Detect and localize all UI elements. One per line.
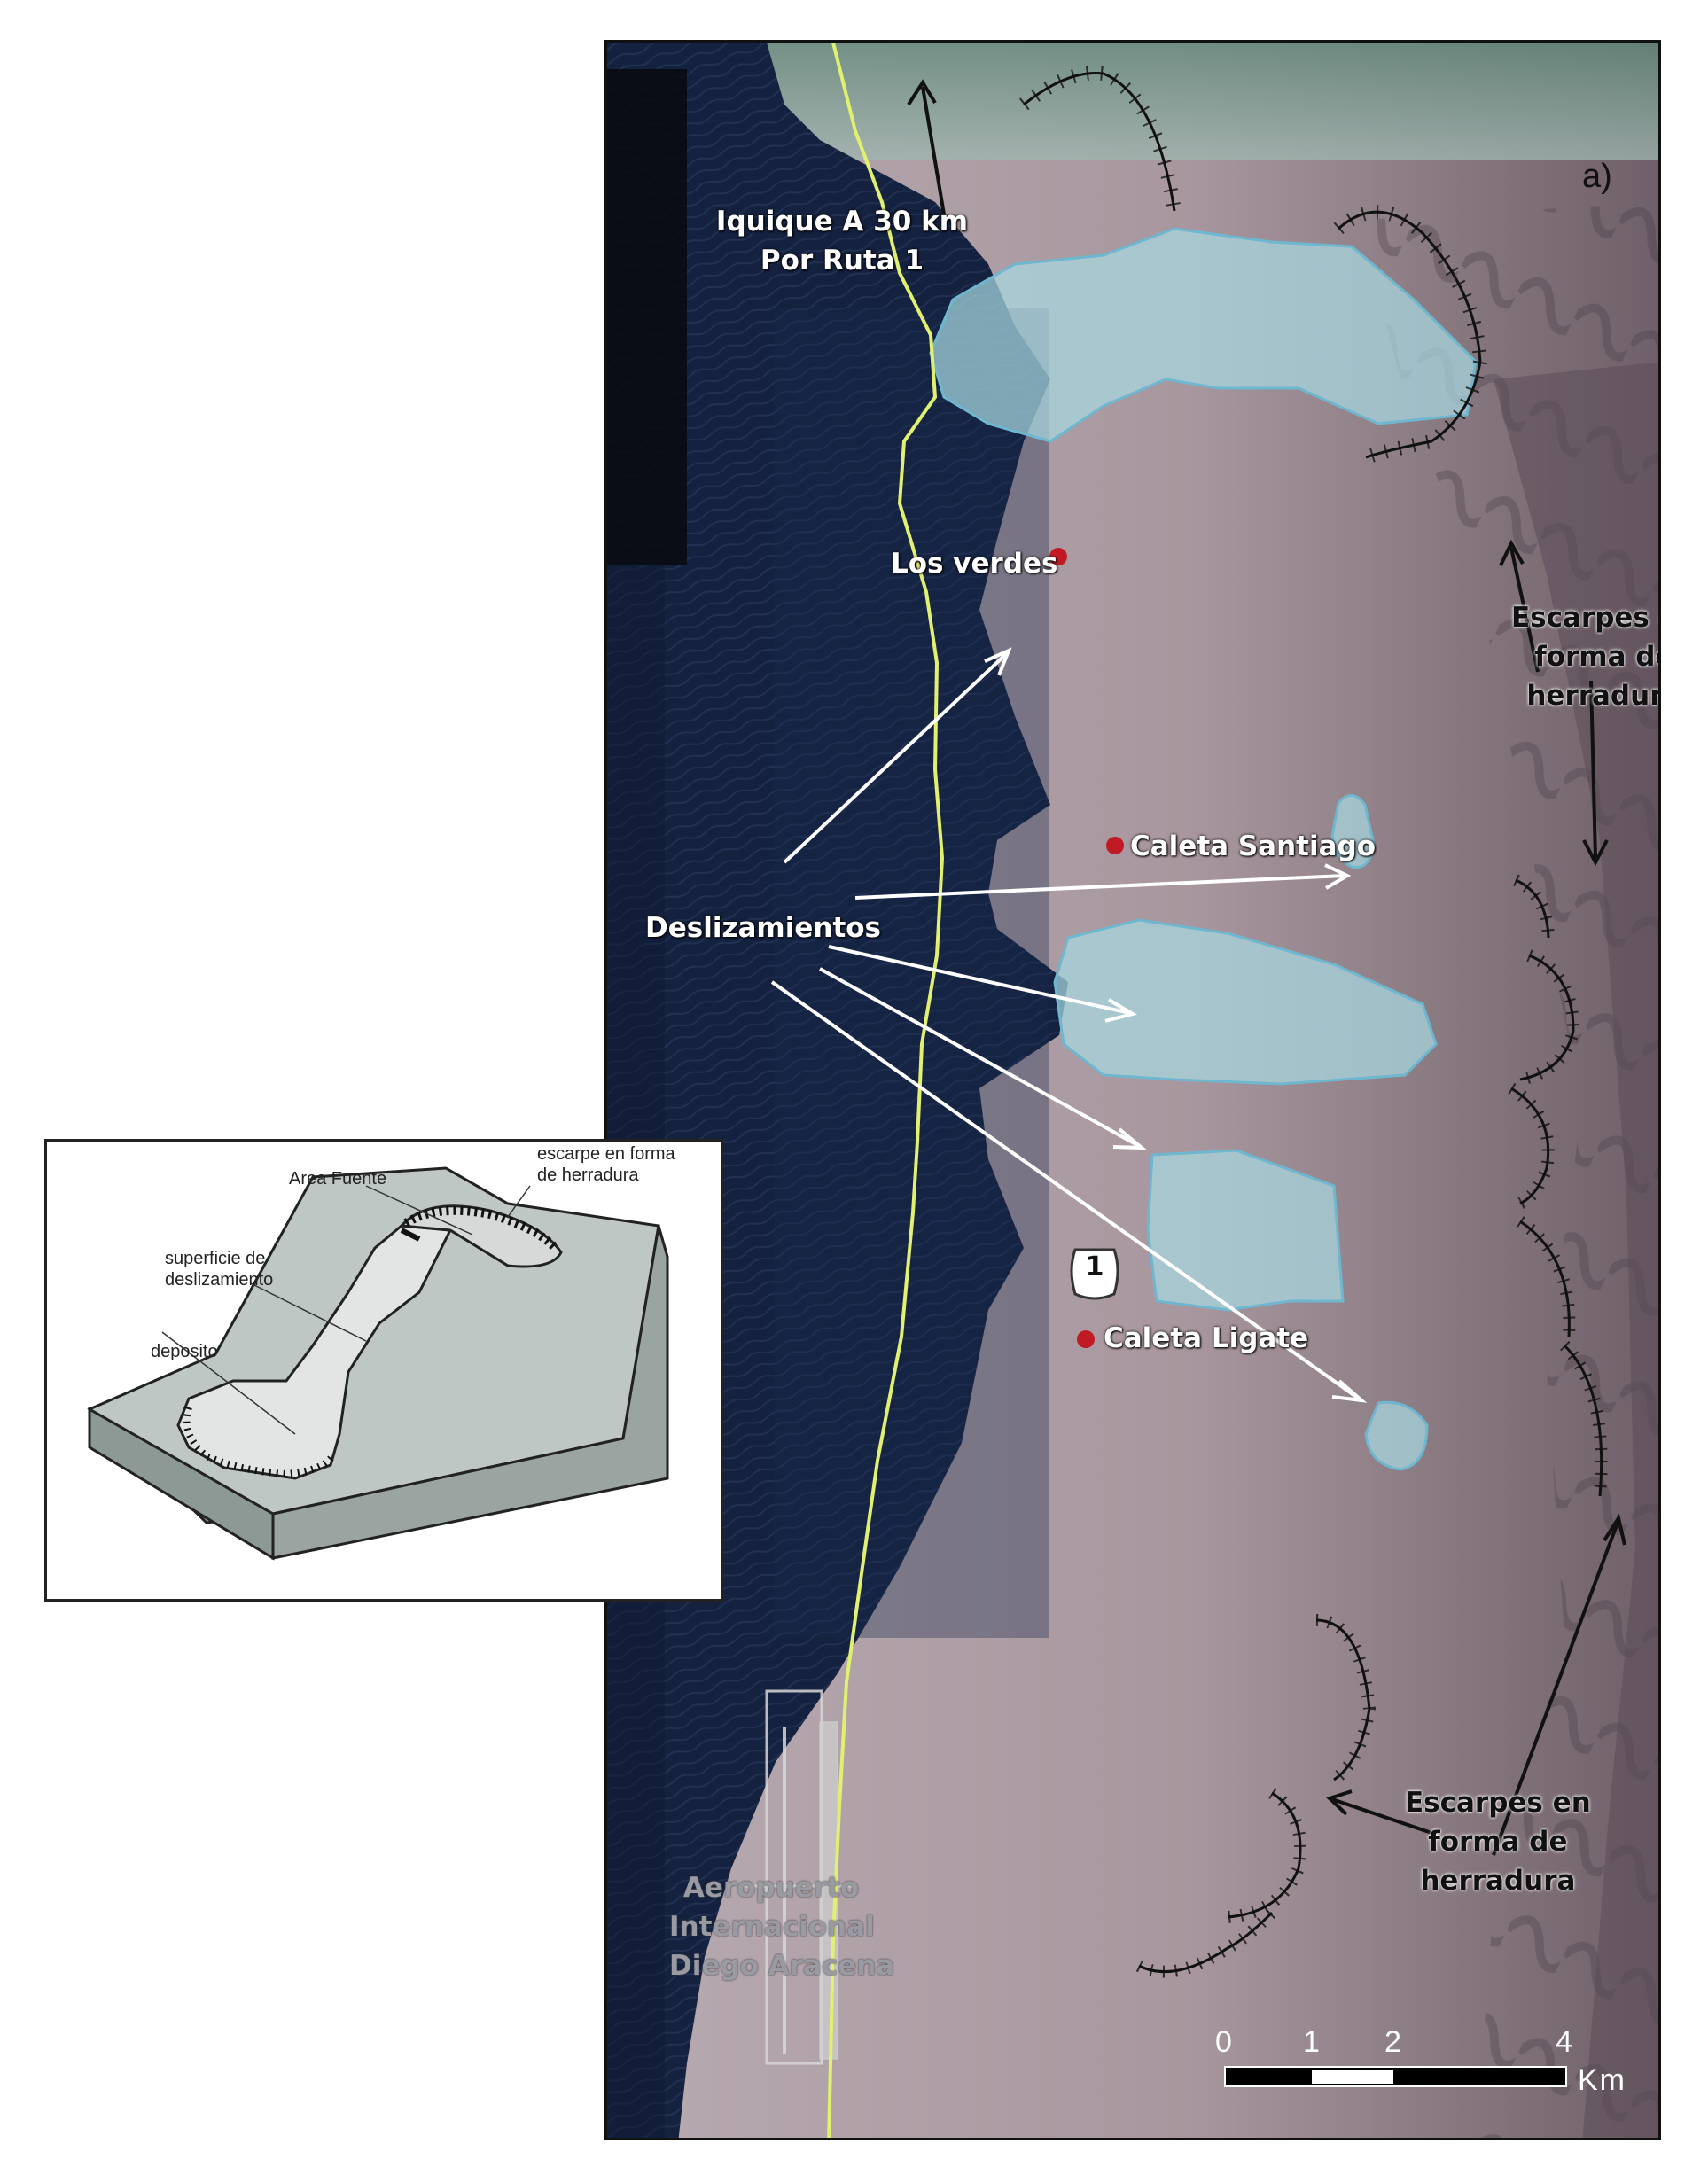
label-superficie-line-2: deslizamiento (165, 1270, 274, 1290)
escarpe-arrow-top-2 (1589, 680, 1597, 859)
town-marker-caleta-santiago (1106, 837, 1124, 854)
escarpe-arrow-bottom-2 (1331, 1797, 1432, 1835)
landslide-deposit-5 (1364, 1400, 1429, 1471)
deslizamiento-arrow-1 (783, 652, 1008, 864)
scale-bar (1224, 2066, 1567, 2087)
iquique-label-line-2: Por Ruta 1 (760, 245, 924, 277)
town-marker-caleta-ligate (1077, 1330, 1095, 1348)
scale-tick-1: 1 (1303, 2025, 1322, 2059)
deslizamiento-arrow-5 (770, 980, 1361, 1400)
iquique-arrow (921, 86, 947, 221)
escarpe-arrow-top-1 (1509, 547, 1540, 673)
landslide-deposit-4 (1146, 1149, 1345, 1312)
aeropuerto-line-1: Aeropuerto (682, 1872, 860, 1904)
caleta-santiago-label: Caleta Santiago (1130, 830, 1377, 862)
label-superficie: superficie de deslizamiento (165, 1248, 273, 1290)
escarpes-top-line-1: Escarpes en (1511, 602, 1658, 634)
label-deposito: deposito (151, 1342, 218, 1361)
aeropuerto-line-3: Diego Aracena (669, 1950, 895, 1982)
escarpes-label-bottom: Escarpes en forma de herradura (1405, 1783, 1591, 1900)
scale-tick-2: 2 (1384, 2025, 1403, 2059)
annotation-arrows (770, 79, 1626, 1856)
iquique-label: Iquique A 30 km Por Ruta 1 (714, 202, 971, 280)
iquique-label-line-1: Iquique A 30 km (715, 206, 969, 238)
escarpes-top-line-2: forma de (1534, 641, 1661, 673)
aeropuerto-line-2: Internacional (669, 1911, 875, 1943)
escarpes-label-top: Escarpes en forma de herradura (1511, 598, 1661, 715)
deslizamiento-arrow-2 (854, 874, 1345, 900)
label-escarpe-line-2: de herradura (537, 1165, 639, 1185)
satellite-map: a) Iquique A 30 km Por Ruta 1 Los verdes… (604, 40, 1661, 2140)
route-shield (1070, 1248, 1119, 1300)
landslide-deposit-1 (929, 227, 1478, 443)
label-escarpe-line-1: escarpe en forma (537, 1144, 675, 1164)
label-area-fuente: Area Fuente (289, 1169, 387, 1189)
slide-surface (176, 1224, 453, 1480)
landslide-diagram-inset: Area Fuente escarpe en forma de herradur… (44, 1139, 723, 1602)
scale-tick-0: 0 (1215, 2025, 1234, 2059)
escarpes-top-line-3: herradura (1526, 680, 1658, 712)
source-scarp (398, 1204, 563, 1268)
escarpe-arrow-bottom-1 (1492, 1522, 1619, 1856)
deslizamiento-arrow-4 (819, 967, 1140, 1148)
aeropuerto-label: Aeropuerto Internacional Diego Aracena (669, 1868, 895, 1985)
caleta-ligate-label: Caleta Ligate (1104, 1322, 1309, 1354)
escarpes-bottom-line-1: Escarpes en (1405, 1787, 1591, 1819)
escarpes-bottom-line-3: herradura (1420, 1865, 1576, 1897)
escarpes-bottom-line-2: forma de (1428, 1826, 1568, 1858)
block-side-face (271, 1225, 669, 1560)
label-superficie-line-1: superficie de (165, 1249, 266, 1268)
scale-tick-4: 4 (1556, 2025, 1574, 2059)
deslizamiento-arrow-3 (828, 945, 1131, 1015)
landslide-deposit-3 (1053, 918, 1438, 1086)
landslide-block-diagram (87, 1166, 669, 1561)
landslide-deposits (929, 227, 1478, 1471)
highway-ruta-1 (827, 43, 945, 2138)
map-graphics (607, 43, 1658, 2138)
scale-unit: Km (1578, 2063, 1626, 2097)
town-marker-los-verdes (1049, 548, 1067, 565)
route-shield-number: 1 (1085, 1251, 1104, 1282)
escarpment-lines (1019, 66, 1608, 1978)
los-verdes-label: Los verdes (891, 548, 1058, 580)
deslizamientos-label: Deslizamientos (645, 912, 882, 944)
panel-label: a) (1582, 158, 1612, 195)
label-escarpe: escarpe en forma de herradura (537, 1143, 675, 1186)
landslide-deposit-2 (1330, 794, 1376, 869)
leader-lines (161, 1185, 531, 1435)
